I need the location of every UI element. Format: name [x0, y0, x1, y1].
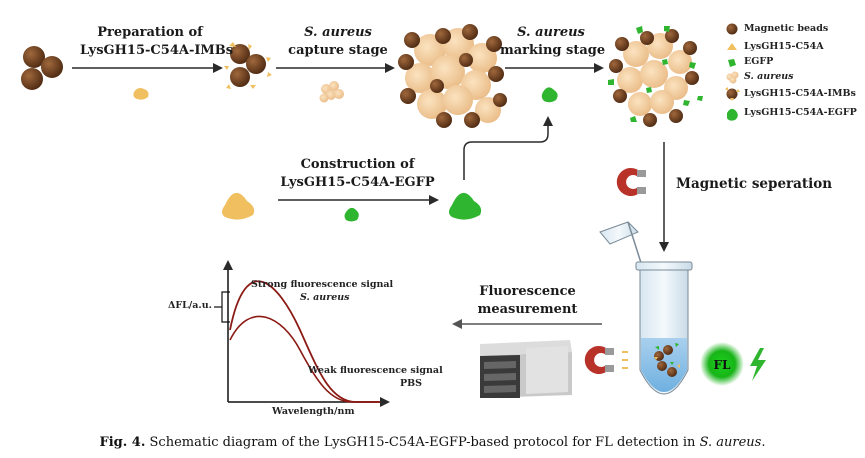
s-aureus-icon: [726, 71, 739, 84]
capture-label-line2: capture stage: [288, 43, 388, 58]
arrow-to-marking: [463, 116, 553, 180]
chart-xlabel: Wavelength/nm: [272, 406, 355, 417]
delta-bracket: [221, 291, 230, 323]
construct-label-line1: Construction of: [300, 157, 415, 172]
lysin-pile-icon: [222, 192, 255, 220]
microcentrifuge-tube: [599, 221, 693, 395]
captured-bacteria-cluster: [398, 24, 507, 128]
strong-signal-curve: [229, 280, 380, 403]
legend-label-magnetic-beads: Magnetic beads: [744, 23, 829, 34]
legend-label-lysin: LysGH15-C54A: [744, 41, 824, 52]
fluorescence-label-line2: measurement: [477, 302, 578, 317]
lightning-icon: [750, 348, 766, 381]
marked-bacteria-cluster: [608, 26, 703, 127]
fl-label: FL: [714, 358, 732, 372]
lysin-icon: [727, 43, 737, 50]
lysin-icon: [133, 88, 149, 100]
legend-label-s-aureus: S. aureus: [744, 71, 794, 82]
legend-label-imbs: LysGH15-C54A-IMBs: [744, 88, 856, 99]
construct-label-line2: LysGH15-C54A-EGFP: [280, 175, 435, 190]
magnetic-beads-cluster: [21, 46, 63, 90]
chart-ylabel: ΔFL/a.u.: [168, 300, 212, 311]
weak-signal-label-line1: Weak fluorescence signal: [308, 365, 443, 376]
egfp-probe-small-icon: [541, 87, 558, 103]
lysin-egfp-pile-icon: [449, 192, 482, 220]
prep-label-line2: LysGH15-C54A-IMBs: [80, 43, 234, 58]
figure-caption: Fig. 4. Schematic diagram of the LysGH15…: [99, 435, 766, 450]
capture-label-line1: S. aureus: [304, 25, 372, 40]
fluorescence-label-line1: Fluorescence: [479, 284, 576, 299]
fluorescence-chart: [214, 260, 390, 407]
weak-signal-curve: [229, 315, 378, 403]
magnet-icon: [616, 168, 646, 196]
prep-label-line1: Preparation of: [97, 25, 203, 40]
marking-label-line1: S. aureus: [517, 25, 585, 40]
magnetic-bead-icon: [726, 23, 738, 35]
fluorometer-instrument: [480, 340, 572, 398]
egfp-icon: [728, 59, 736, 67]
lysin-egfp-icon: [727, 108, 738, 121]
legend: [725, 23, 740, 121]
magnet-tube-icon: [584, 346, 628, 375]
s-aureus-small-icon: [319, 81, 344, 103]
strong-signal-label-line1: Strong fluorescence signal: [251, 279, 394, 290]
marking-label-line2: marking stage: [500, 43, 606, 58]
egfp-small-icon: [344, 207, 359, 222]
legend-label-egfp: EGFP: [744, 56, 774, 67]
magnetic-separation-label: Magnetic seperation: [676, 176, 833, 192]
imb-icon: [725, 87, 740, 101]
imb-cluster: [224, 42, 272, 89]
weak-signal-label-line2: PBS: [400, 378, 423, 389]
fl-glow-icon: [700, 342, 744, 386]
strong-signal-label-line2: S. aureus: [300, 292, 350, 303]
legend-label-lysin-egfp: LysGH15-C54A-EGFP: [744, 107, 857, 118]
